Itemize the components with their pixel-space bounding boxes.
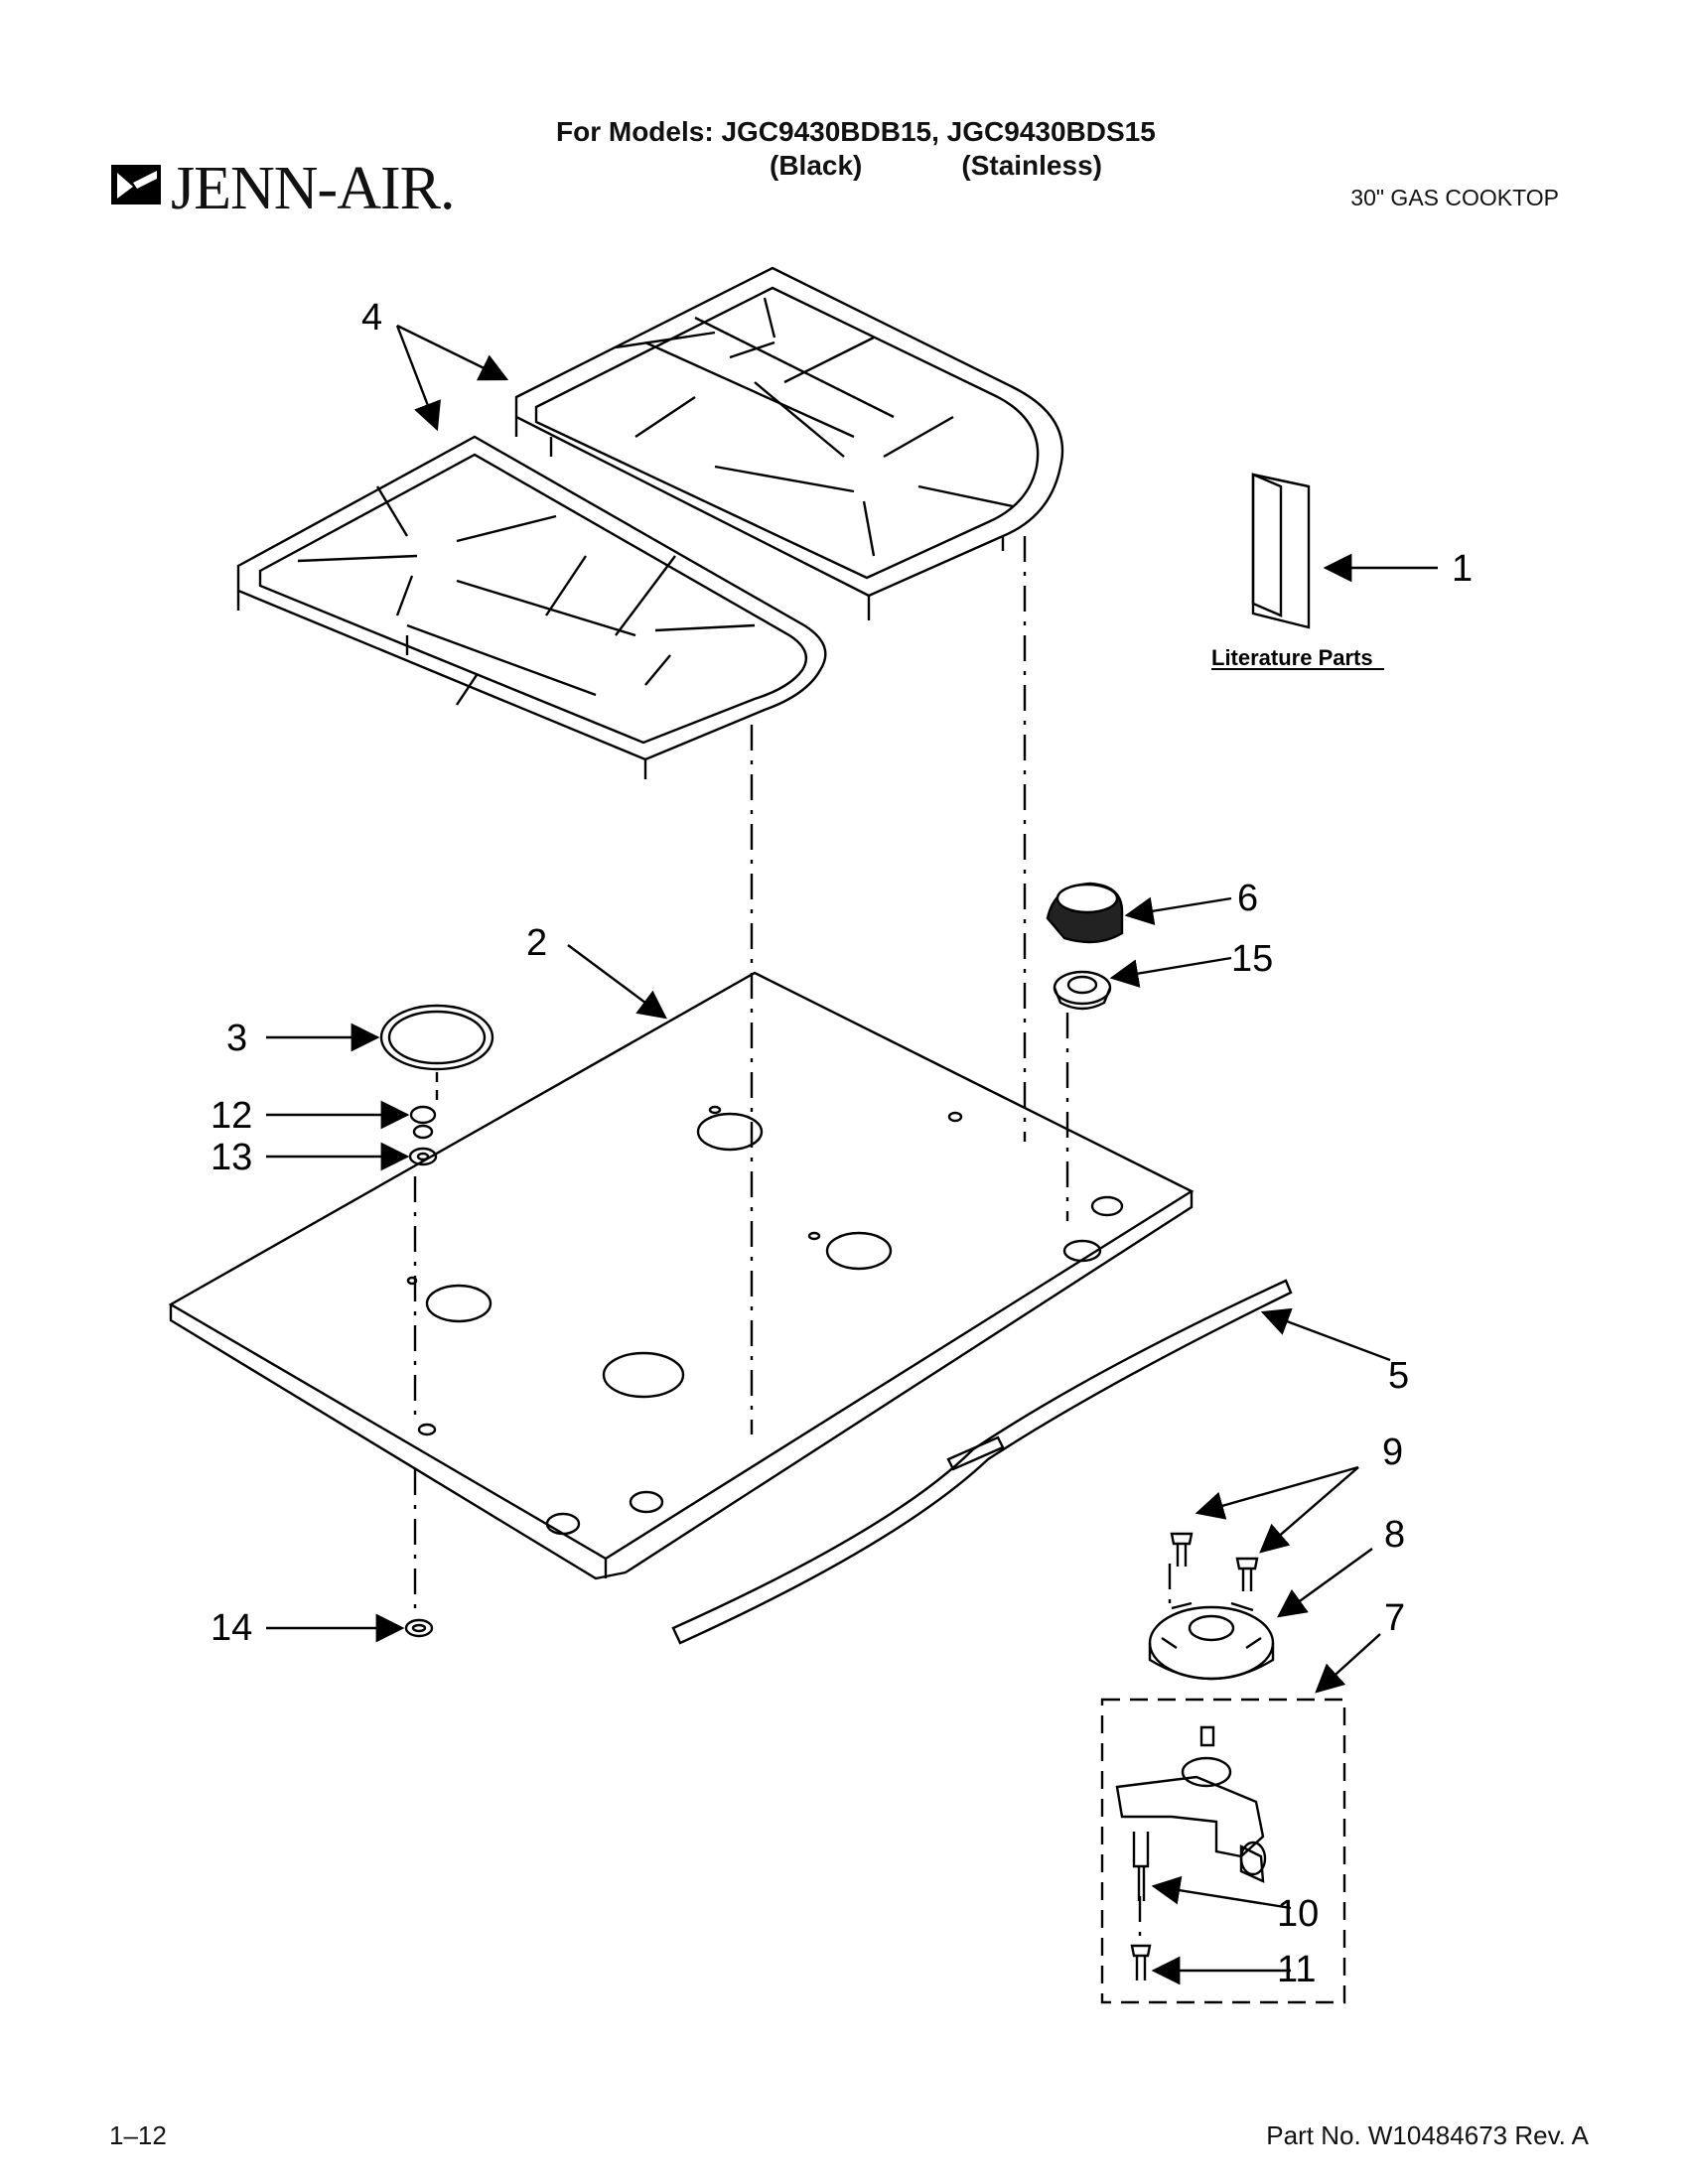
callout-10: 10: [1277, 1893, 1319, 1935]
grommet: [404, 1618, 434, 1638]
page-number: 1–12: [109, 2120, 167, 2150]
grate-left: [236, 435, 827, 779]
callout-9: 9: [1382, 1432, 1403, 1473]
leader-arrows: [266, 324, 1438, 1985]
alignment-lines: [413, 536, 1172, 1941]
callout-4: 4: [361, 297, 382, 339]
variant-stainless: (Stainless): [961, 150, 1102, 181]
literature-booklet: [1251, 473, 1311, 629]
control-knob: [1046, 882, 1124, 944]
part-number: Part No. W10484673 Rev. A: [1266, 2120, 1589, 2150]
callout-numbers: 1 2 3 4 5 6 7 8 9 10 11 12 13 14 15: [211, 297, 1473, 1990]
burner-parts-12-13: [408, 1105, 438, 1166]
callout-2: 2: [526, 922, 547, 964]
callout-8: 8: [1384, 1514, 1405, 1556]
knob-bezel: [1053, 970, 1112, 1011]
literature-parts-label: Literature Parts: [1211, 645, 1373, 670]
trim-strip: [671, 1279, 1293, 1645]
callout-1: 1: [1452, 548, 1473, 590]
callout-12: 12: [211, 1095, 252, 1137]
valve-assembly: [1115, 1725, 1267, 1980]
grate-right: [514, 266, 1064, 620]
brand-name: JENN-AIR.: [171, 155, 455, 222]
callout-5: 5: [1388, 1355, 1409, 1397]
brand-logo-icon: [111, 165, 161, 205]
callout-11: 11: [1277, 1949, 1316, 1990]
callout-6: 6: [1237, 878, 1258, 919]
product-type: 30" GAS COOKTOP: [1350, 185, 1559, 210]
cooktop-glass: [168, 971, 1195, 1580]
callout-7: 7: [1384, 1597, 1405, 1639]
callout-15: 15: [1231, 938, 1273, 980]
variant-black: (Black): [770, 150, 863, 181]
jenn-air-logo: JENN-AIR.: [111, 151, 459, 228]
models-line: For Models: JGC9430BDB15, JGC9430BDS15: [556, 116, 1156, 147]
burner-cap: [379, 1004, 494, 1071]
callout-14: 14: [211, 1607, 252, 1649]
callout-13: 13: [211, 1137, 252, 1178]
valve-assembly-box: [1100, 1698, 1346, 2004]
models-heading: For Models: JGC9430BDB15, JGC9430BDS15 (…: [556, 115, 1156, 183]
burner-base: [1148, 1601, 1275, 1681]
screws: [1170, 1532, 1259, 1591]
callout-3: 3: [226, 1018, 247, 1059]
